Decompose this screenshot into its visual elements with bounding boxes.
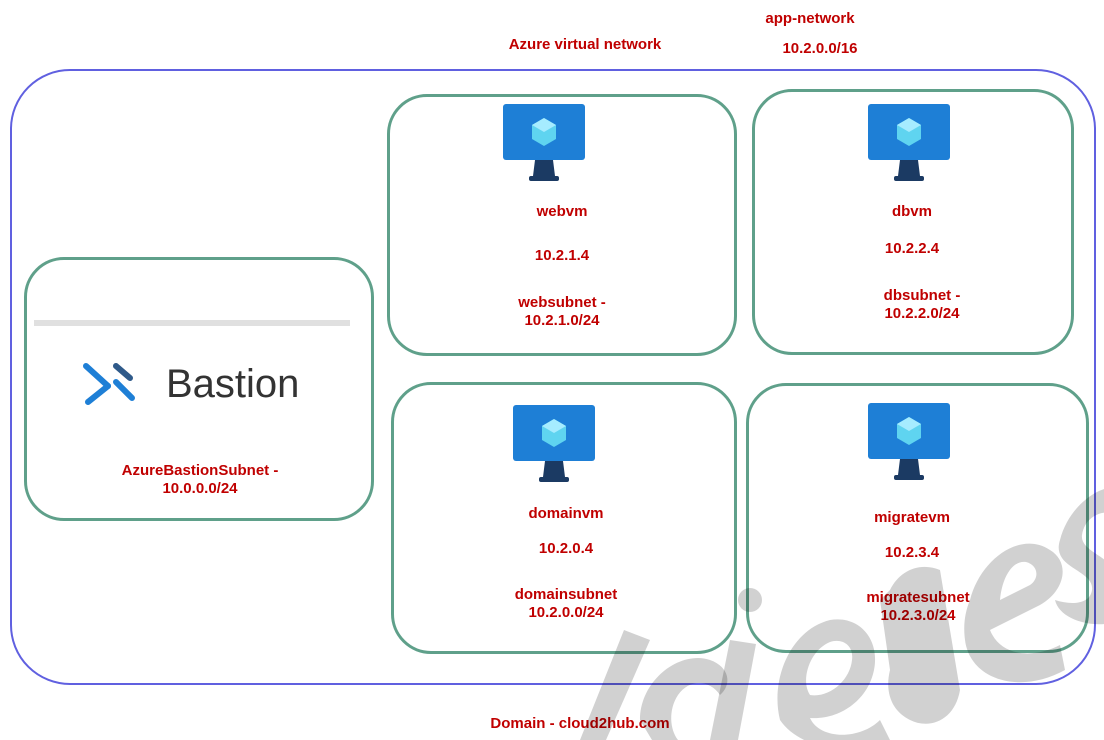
vm-name: dbvm xyxy=(891,203,932,220)
virtual-machine-icon xyxy=(503,104,585,181)
vm-ip: 10.2.2.4 xyxy=(884,240,940,257)
vnet-name-label: app-network xyxy=(765,10,855,27)
vnet-type-label: Azure virtual network xyxy=(508,36,662,53)
virtual-machine-icon xyxy=(513,405,595,482)
vm-name: migratevm xyxy=(874,509,950,526)
domain-label: Domain - cloud2hub.com xyxy=(490,715,670,732)
vnet-cidr-label: 10.2.0.0/16 xyxy=(782,40,858,57)
virtual-machine-icon xyxy=(868,403,950,480)
bastion-divider xyxy=(34,320,350,326)
websubnet-box xyxy=(387,94,737,356)
domainsubnet-box xyxy=(391,382,737,654)
vm-ip: 10.2.0.4 xyxy=(538,540,594,557)
subnet-name: domainsubnet xyxy=(514,586,618,603)
bastion-subnet-cidr: 10.0.0.0/24 xyxy=(162,480,238,497)
vm-name: domainvm xyxy=(528,505,604,522)
subnet-name: migratesubnet xyxy=(866,589,970,606)
vm-ip: 10.2.3.4 xyxy=(884,544,940,561)
vm-ip: 10.2.1.4 xyxy=(534,247,590,264)
virtual-machine-icon xyxy=(868,104,950,181)
subnet-cidr: 10.2.1.0/24 xyxy=(524,312,600,329)
subnet-cidr: 10.2.2.0/24 xyxy=(884,305,960,322)
migratesubnet-box xyxy=(746,383,1089,653)
subnet-cidr: 10.2.3.0/24 xyxy=(880,607,956,624)
bastion-product-name: Bastion xyxy=(166,362,300,406)
virtual-network-boundary xyxy=(10,69,1096,685)
bastion-icon xyxy=(83,363,135,405)
bastion-subnet-box xyxy=(24,257,374,521)
bastion-subnet-name: AzureBastionSubnet - xyxy=(121,462,279,479)
subnet-name: websubnet - xyxy=(518,294,606,311)
dbsubnet-box xyxy=(752,89,1074,355)
subnet-name: dbsubnet - xyxy=(883,287,961,304)
vm-name: webvm xyxy=(536,203,588,220)
subnet-cidr: 10.2.0.0/24 xyxy=(528,604,604,621)
